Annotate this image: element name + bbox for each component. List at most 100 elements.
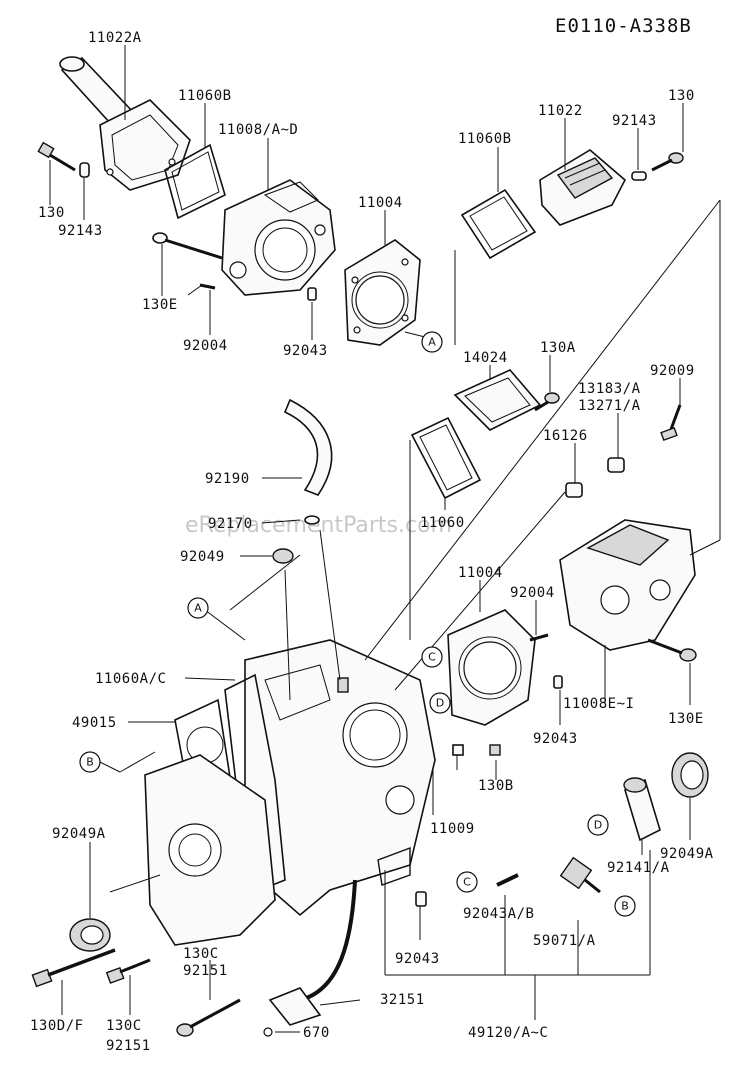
label-92143-right: 92143 xyxy=(612,113,657,129)
label-92004-centre: 92004 xyxy=(510,585,555,601)
label-92009: 92009 xyxy=(650,363,695,379)
part-130-bolt-left xyxy=(37,141,76,172)
part-14024-plate xyxy=(453,369,542,431)
label-130c-lower: 130C xyxy=(106,1018,142,1034)
label-13183: 13183/A xyxy=(578,381,641,397)
part-92141-bushing xyxy=(623,777,661,842)
label-92043-left: 92043 xyxy=(283,343,328,359)
part-130-bolt-right xyxy=(651,152,684,172)
label-92141: 92141/A xyxy=(607,860,670,876)
svg-text:B: B xyxy=(86,756,94,769)
label-92043a: 92043A/B xyxy=(463,906,534,922)
callout-c-top: C xyxy=(421,646,443,668)
label-11008: 11008/A~D xyxy=(218,122,298,138)
callout-b-left: B xyxy=(79,751,101,773)
part-92049a-seal-right xyxy=(671,752,709,798)
callout-a-top: A xyxy=(421,331,443,353)
part-92043-pin-bottom xyxy=(415,891,427,907)
label-49120: 49120/A~C xyxy=(468,1025,548,1041)
part-670-ring xyxy=(263,1027,273,1037)
svg-text:B: B xyxy=(621,900,629,913)
svg-text:D: D xyxy=(594,819,602,832)
svg-text:C: C xyxy=(428,651,436,664)
label-11004-left: 11004 xyxy=(358,195,403,211)
label-130-left: 130 xyxy=(38,205,65,221)
label-32151: 32151 xyxy=(380,992,425,1008)
part-11004-head-gasket-centre xyxy=(447,609,536,726)
part-92009-screw xyxy=(660,404,682,442)
label-11004-centre: 11004 xyxy=(458,565,503,581)
label-130-right: 130 xyxy=(668,88,695,104)
label-11060b-right: 11060B xyxy=(458,131,512,147)
callout-d-right: D xyxy=(587,814,609,836)
label-11060b-left: 11060B xyxy=(178,88,232,104)
callout-a-body: A xyxy=(187,597,209,619)
callout-c-bottom: C xyxy=(456,871,478,893)
label-11060a: 11060A/C xyxy=(95,671,166,687)
part-32151-pipe xyxy=(268,879,357,1026)
label-130e-right: 130E xyxy=(668,711,704,727)
callout-d-top: D xyxy=(429,692,451,714)
part-11060-gasket-centre xyxy=(410,416,482,500)
label-14024: 14024 xyxy=(463,350,508,366)
watermark: eReplacementParts.com xyxy=(185,513,452,538)
label-59071: 59071/A xyxy=(533,933,596,949)
part-130b-bolt xyxy=(452,744,501,756)
label-92151-lower: 92151 xyxy=(106,1038,151,1054)
label-670: 670 xyxy=(303,1025,330,1041)
part-92143-dowel-right xyxy=(631,171,647,181)
part-92190-hose xyxy=(283,398,333,496)
part-11022-cover-right xyxy=(539,149,627,226)
part-11008-cylinder-head-left xyxy=(221,179,336,296)
part-92143-dowel-left xyxy=(79,162,90,178)
label-92004-left: 92004 xyxy=(183,338,228,354)
label-92190: 92190 xyxy=(205,471,250,487)
part-92043a-stud xyxy=(496,873,519,887)
label-130b: 130B xyxy=(478,778,514,794)
label-11008e: 11008E~I xyxy=(563,696,634,712)
part-92004-stud-left xyxy=(199,283,216,290)
part-11004-head-gasket-left xyxy=(344,239,421,346)
label-92043-bottom: 92043 xyxy=(395,951,440,967)
label-92170: 92170 xyxy=(208,516,253,532)
part-92049a-seal-left xyxy=(69,918,111,952)
part-92004-stud-centre xyxy=(529,633,549,642)
svg-text:A: A xyxy=(428,336,436,349)
label-92049: 92049 xyxy=(180,549,225,565)
part-92043-pin-left xyxy=(307,287,317,301)
callout-b-right: B xyxy=(614,895,636,917)
part-130c-bolt xyxy=(105,958,151,984)
diagram-code: E0110-A338B xyxy=(555,15,692,37)
part-crankcase-cover xyxy=(144,754,276,946)
leader-lines xyxy=(49,45,721,1033)
svg-text:D: D xyxy=(436,697,444,710)
part-16126-collar xyxy=(565,482,583,498)
label-16126: 16126 xyxy=(543,428,588,444)
svg-text:C: C xyxy=(463,876,471,889)
part-130c-bolt-lower xyxy=(176,998,241,1037)
part-92170-clip xyxy=(304,515,320,525)
label-92043-right: 92043 xyxy=(533,731,578,747)
label-11022: 11022 xyxy=(538,103,583,119)
part-11008e-cylinder-head-right xyxy=(559,519,696,651)
label-11022a: 11022A xyxy=(88,30,142,46)
part-13183-sleeve xyxy=(607,457,625,473)
part-11060b-gasket-right xyxy=(460,188,537,260)
label-49015: 49015 xyxy=(72,715,117,731)
part-92043-pin-right xyxy=(553,675,563,689)
label-92049a-left: 92049A xyxy=(52,826,106,842)
part-11022a-cover xyxy=(59,56,191,191)
part-130e-bolt-right xyxy=(647,638,697,662)
part-crankcase-body xyxy=(244,639,436,917)
part-11009-gasket xyxy=(377,846,411,886)
part-130d-bolt xyxy=(31,948,116,988)
part-130e-bolt-left xyxy=(152,232,223,260)
part-92049-seal xyxy=(272,548,294,564)
label-11060: 11060 xyxy=(420,515,465,531)
label-130a: 130A xyxy=(540,340,576,356)
label-11009: 11009 xyxy=(430,821,475,837)
label-92151-upper: 92151 xyxy=(183,963,228,979)
part-59071-sensor xyxy=(559,856,601,894)
